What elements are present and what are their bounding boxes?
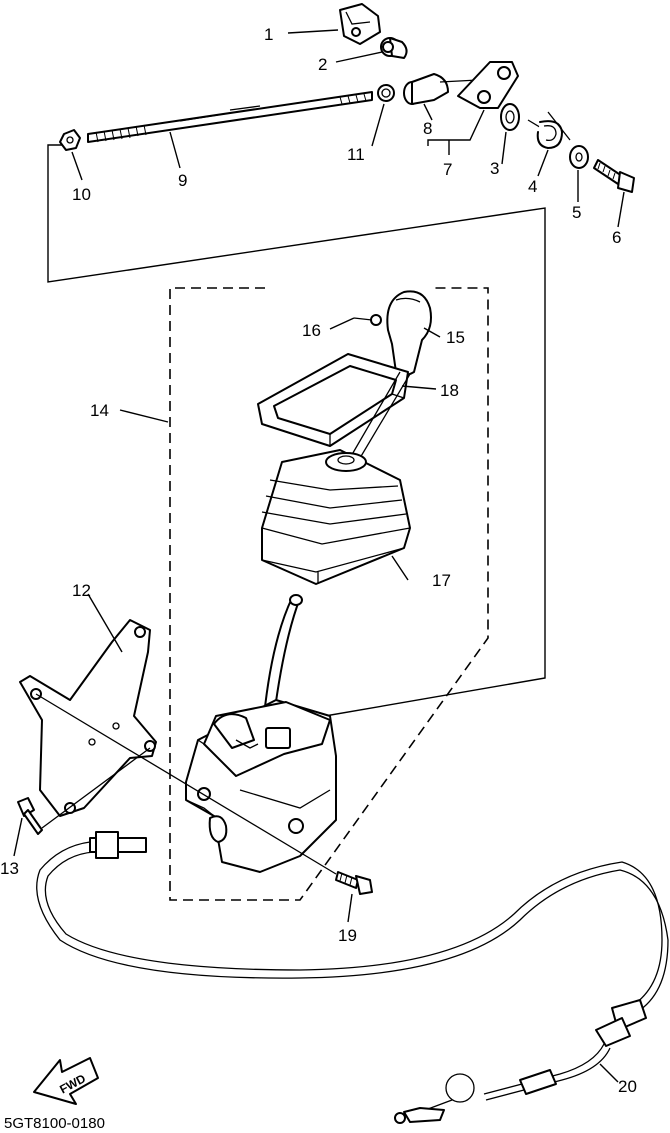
part-label-13: 13 [0,859,19,878]
leader-lines [13,29,625,1083]
shift-knob-part [386,290,432,376]
shift-cable-part [36,831,669,1124]
mounting-bracket-part [19,619,157,817]
part-label-17: 17 [432,571,451,590]
part-label-20: 20 [618,1077,637,1096]
bracket-bolt-part [17,797,43,835]
boot-frame-part [257,353,409,447]
bolt-part [593,159,635,193]
shift-lever-part [263,594,303,717]
part-label-19: 19 [338,926,357,945]
part-label-7: 7 [443,160,452,179]
drawing-code: 5GT8100-0180 [4,1115,105,1132]
rod-nut-part [59,129,81,151]
part-label-9: 9 [178,171,187,190]
assembly-14-outline [169,287,489,901]
part-label-16: 16 [302,321,321,340]
collar-part [569,145,589,169]
spring-part [527,111,571,149]
bolt-axis-line-13 [41,747,151,829]
shift-boot-part [261,449,411,585]
bolt-axis-line [35,693,337,875]
part-label-18: 18 [440,381,459,400]
part-label-6: 6 [612,228,621,247]
shift-box-part [185,699,337,873]
part-label-2: 2 [318,55,327,74]
screw-part [353,314,382,326]
part-label-8: 8 [423,119,432,138]
part-label-12: 12 [72,581,91,600]
box-bolt-part [335,871,373,895]
part-number-labels: 1 2 3 4 5 6 7 8 9 10 11 12 13 14 15 16 1… [0,25,637,1096]
part-label-5: 5 [572,203,581,222]
bushing-part [380,37,408,59]
fwd-direction-arrow: FWD [33,1057,99,1105]
part-label-15: 15 [446,328,465,347]
washer-part [500,103,520,131]
part-label-4: 4 [528,177,537,196]
nut-part [377,84,395,102]
part-label-1: 1 [264,25,273,44]
part-label-3: 3 [490,159,499,178]
part-label-14: 14 [90,401,109,420]
part-label-11: 11 [347,145,365,164]
assembly-bracket-line [47,144,546,717]
group-7-bracket [427,109,485,146]
clip-part [339,3,381,45]
lever-part [457,61,519,109]
part-label-10: 10 [72,185,91,204]
shift-rod-part [87,91,373,143]
